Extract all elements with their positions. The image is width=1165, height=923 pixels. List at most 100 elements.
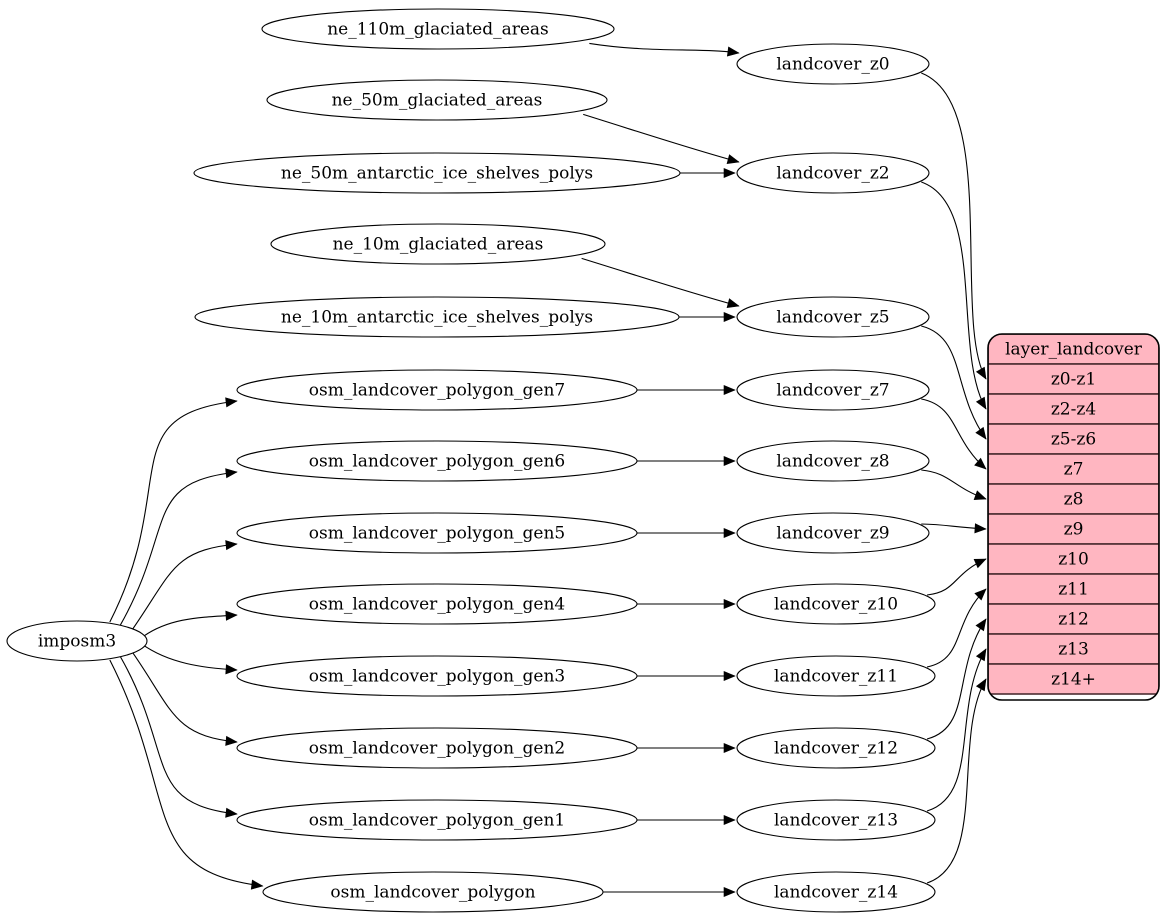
node-label: landcover_z9: [776, 524, 889, 544]
edge-arrowhead: [975, 618, 987, 632]
node-osm_landcover_polygon_gen4[interactable]: osm_landcover_polygon_gen4: [236, 583, 638, 625]
node-label: landcover_z7: [776, 381, 889, 401]
node-ne_110m_glaciated_areas[interactable]: ne_110m_glaciated_areas: [261, 8, 615, 50]
table-row-label-z2-z4: z2-z4: [1051, 400, 1096, 420]
node-shape-landcover: [736, 440, 930, 482]
node-osm_landcover_polygon_gen6[interactable]: osm_landcover_polygon_gen6: [236, 440, 638, 482]
edge-arrowhead: [723, 311, 736, 323]
table-header-cell: [988, 334, 1159, 365]
edge-arrowhead: [225, 397, 238, 408]
node-ne_50m_antarctic_ice_shelves_polys[interactable]: ne_50m_antarctic_ice_shelves_polys: [193, 152, 681, 194]
edge-arrowhead: [225, 735, 238, 746]
edge-imposm3-to-osm_landcover_polygon_gen3: [141, 643, 238, 671]
node-osm_landcover_polygon_gen5[interactable]: osm_landcover_polygon_gen5: [236, 512, 638, 554]
node-shape-landcover: [736, 655, 936, 697]
node-shape-source: [236, 583, 638, 625]
table-header-label: layer_landcover: [1005, 340, 1143, 360]
node-landcover_z10[interactable]: landcover_z10: [736, 583, 936, 625]
node-shape-landcover: [736, 727, 936, 769]
node-shape-source: [261, 8, 615, 50]
edge-arrowhead: [973, 558, 987, 569]
table-row-label-z7: z7: [1064, 460, 1084, 480]
node-landcover_z12[interactable]: landcover_z12: [736, 727, 936, 769]
node-shape-landcover: [736, 296, 930, 338]
edge-arrowhead: [723, 384, 736, 396]
table-row-z10[interactable]: [988, 543, 1159, 575]
edge-arrowhead: [250, 879, 264, 890]
edge-landcover_z2-to-table_row_z2-z4: [921, 181, 987, 410]
edge-imposm3-to-osm_landcover_polygon_gen6: [119, 471, 238, 626]
node-shape-landcover: [736, 152, 930, 194]
table-row-z0-z1[interactable]: [988, 363, 1159, 395]
node-shape-source: [236, 440, 638, 482]
node-osm_landcover_polygon_gen7[interactable]: osm_landcover_polygon_gen7: [236, 369, 638, 411]
node-label: landcover_z11: [774, 667, 898, 687]
node-imposm3[interactable]: imposm3: [6, 620, 148, 662]
edge-landcover_z12-to-table_row_z12: [926, 618, 987, 740]
edge-landcover_z0-to-table_row_z0-z1: [921, 72, 987, 380]
node-ne_10m_glaciated_areas[interactable]: ne_10m_glaciated_areas: [270, 223, 606, 265]
edge-ne_10m_glaciated_areas-to-landcover_z5: [581, 257, 739, 307]
edge-arrowhead: [723, 670, 736, 682]
edge-imposm3-to-osm_landcover_polygon_gen1: [120, 656, 238, 815]
edge-arrowhead: [723, 742, 736, 754]
node-landcover_z13[interactable]: landcover_z13: [736, 799, 936, 841]
table-row-z8[interactable]: [988, 483, 1159, 515]
edge-landcover_z13-to-table_row_z13: [926, 648, 987, 812]
table-layer-landcover[interactable]: layer_landcoverz0-z1z2-z4z5-z6z7z8z9z10z…: [987, 333, 1160, 701]
node-landcover_z9[interactable]: landcover_z9: [736, 512, 930, 554]
node-landcover_z5[interactable]: landcover_z5: [736, 296, 930, 338]
node-shape-source: [236, 512, 638, 554]
node-label: ne_110m_glaciated_areas: [327, 20, 549, 40]
node-landcover_z7[interactable]: landcover_z7: [736, 369, 930, 411]
node-shape-source: [266, 79, 608, 121]
node-label: osm_landcover_polygon_gen6: [309, 452, 565, 472]
table-layer: layer_landcoverz0-z1z2-z4z5-z6z7z8z9z10z…: [987, 333, 1160, 701]
node-label: osm_landcover_polygon_gen5: [309, 524, 565, 544]
table-row-z13[interactable]: [988, 633, 1159, 665]
edge-landcover_z5-to-table_row_z5-z6: [921, 325, 987, 440]
node-landcover_z0[interactable]: landcover_z0: [736, 43, 930, 85]
edge-arrowhead: [973, 490, 987, 500]
node-label: osm_landcover_polygon: [330, 883, 535, 903]
node-label: osm_landcover_polygon_gen7: [309, 381, 565, 401]
node-ne_50m_glaciated_areas[interactable]: ne_50m_glaciated_areas: [266, 79, 608, 121]
node-osm_landcover_polygon_gen1[interactable]: osm_landcover_polygon_gen1: [236, 799, 638, 841]
node-osm_landcover_polygon_gen3[interactable]: osm_landcover_polygon_gen3: [236, 655, 638, 697]
node-shape-landcover: [736, 369, 930, 411]
node-shape-source: [193, 152, 681, 194]
edge-arrowhead: [726, 154, 740, 164]
edge-arrowhead: [225, 540, 238, 551]
node-label: landcover_z8: [776, 452, 889, 472]
node-shape-landcover: [736, 871, 936, 913]
node-label: ne_10m_antarctic_ice_shelves_polys: [281, 308, 593, 328]
node-shape-landcover: [736, 583, 936, 625]
table-row-z12[interactable]: [988, 603, 1159, 635]
edge-arrowhead: [723, 886, 736, 898]
edge-arrowhead: [726, 46, 740, 57]
node-shape-source: [262, 871, 604, 913]
node-landcover_z2[interactable]: landcover_z2: [736, 152, 930, 194]
table-row-label-z8: z8: [1064, 490, 1084, 510]
node-label: landcover_z12: [774, 739, 898, 759]
node-label: landcover_z13: [774, 811, 898, 831]
node-label: landcover_z5: [776, 308, 889, 328]
node-shape-source: [236, 727, 638, 769]
node-landcover_z8[interactable]: landcover_z8: [736, 440, 930, 482]
edge-arrowhead: [974, 523, 987, 534]
node-label: ne_50m_glaciated_areas: [332, 91, 543, 111]
node-osm_landcover_polygon_gen2[interactable]: osm_landcover_polygon_gen2: [236, 727, 638, 769]
node-landcover_z11[interactable]: landcover_z11: [736, 655, 936, 697]
edge-landcover_z11-to-table_row_z11: [926, 588, 987, 668]
table-row-z14+[interactable]: [988, 663, 1159, 695]
node-ne_10m_antarctic_ice_shelves_polys[interactable]: ne_10m_antarctic_ice_shelves_polys: [194, 296, 680, 338]
node-landcover_z14[interactable]: landcover_z14: [736, 871, 936, 913]
edge-arrowhead: [723, 527, 736, 539]
node-osm_landcover_polygon[interactable]: osm_landcover_polygon: [262, 871, 604, 913]
edge-arrowhead: [723, 167, 736, 179]
table-row-label-z13: z13: [1058, 640, 1089, 660]
node-shape-source: [6, 620, 148, 662]
node-shape-source: [194, 296, 680, 338]
